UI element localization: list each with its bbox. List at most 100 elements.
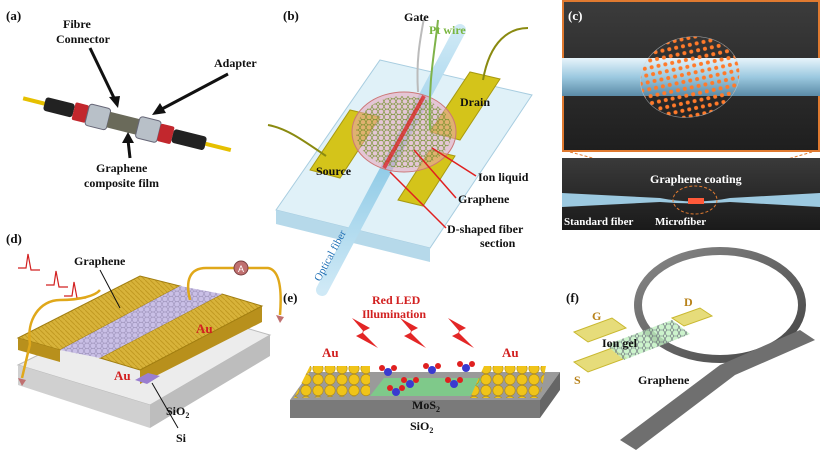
graphene-coating-lattice	[640, 36, 740, 118]
sio2-substrate-front	[18, 365, 150, 428]
graphene-coating-atoms	[640, 36, 740, 118]
molecule-icon	[401, 377, 419, 388]
panel-e: (e) Red LED Illumination Au Au MoS2	[283, 290, 560, 435]
molecule-icon	[423, 363, 441, 374]
adsorbed-molecules	[379, 361, 475, 396]
light-pulse	[46, 270, 68, 288]
au-contact-right	[470, 366, 546, 398]
pt-wire-label: Pt wire	[429, 23, 466, 37]
d-label: D	[684, 295, 693, 309]
circuit-wire-left-lead	[20, 343, 32, 379]
au-label-d-left: Au	[114, 368, 131, 383]
light-bolt-icon	[448, 318, 474, 348]
panel-e-tag: (e)	[283, 290, 297, 305]
graphene-label-b: Graphene	[458, 192, 510, 206]
molecule-icon	[445, 377, 463, 388]
ion-liquid-arrow	[431, 147, 477, 177]
ring-resonator	[634, 247, 806, 363]
tapered-fiber	[562, 193, 820, 207]
adapter-arrow	[159, 72, 229, 112]
drain-label: Drain	[460, 95, 490, 109]
zoom-circle	[672, 185, 718, 215]
light-bolt-icon	[352, 318, 378, 348]
graphene-pointer-d	[99, 269, 121, 309]
mos2-channel	[370, 378, 484, 396]
molecule-icon	[387, 385, 405, 396]
graphene-coating-label: Graphene coating	[650, 172, 742, 186]
au-contact-left	[294, 366, 370, 398]
panel-f-tag: (f)	[566, 290, 579, 305]
fibre-connector-label: Fibre Connector	[56, 17, 111, 46]
graphene-lattice-f	[606, 320, 690, 360]
gate-electrode	[572, 317, 628, 343]
panel-c: (c) Graphene coating Standard fiber Micr…	[562, 0, 820, 230]
au-electrode-right-edge	[140, 306, 262, 384]
adapter-label: Adapter	[214, 56, 257, 70]
sio2-slab-front	[290, 400, 540, 418]
d-shaped-label: D-shaped fiber section	[447, 222, 526, 250]
arrowhead	[109, 96, 120, 108]
graphene-lattice	[60, 286, 222, 358]
ground-terminal-icon	[18, 378, 26, 386]
drain-wire	[482, 27, 529, 81]
molecule-icon	[379, 365, 397, 376]
source-wire	[267, 124, 327, 157]
panel-d-tag: (d)	[6, 231, 22, 246]
g-label: G	[592, 309, 601, 323]
ion-gel-label: Ion gel	[602, 336, 638, 350]
fiber-end-right	[205, 141, 232, 153]
au-label-e-right: Au	[502, 345, 519, 360]
au-electrode-left-edge	[18, 338, 60, 362]
panel-c-tag: (c)	[568, 8, 582, 23]
panel-b: (b) Gate Pt wire Drain Source Ion liquid…	[267, 8, 533, 296]
panel-b-tag: (b)	[283, 8, 299, 23]
panel-a-tag: (a)	[6, 8, 21, 23]
ammeter-label: A	[238, 264, 244, 274]
source-label: Source	[316, 164, 352, 178]
light-pulse	[64, 281, 86, 299]
red-led-label: Red LED Illumination	[362, 293, 426, 321]
arrowhead	[122, 132, 134, 143]
sio2-label-e: SiO2	[410, 419, 433, 435]
boot-left	[43, 97, 75, 118]
panel-c-bottom-background	[562, 158, 820, 230]
circuit-wire-left	[28, 289, 101, 345]
bus-waveguide	[620, 330, 815, 450]
pt-wire	[428, 19, 439, 131]
si-pointer	[151, 382, 179, 429]
au-label-d-right: Au	[196, 321, 213, 336]
circuit-wire-right	[186, 266, 235, 301]
gate-wire	[416, 17, 425, 93]
coated-region	[688, 198, 704, 204]
sio2-label-d: SiO2	[166, 404, 189, 420]
mos2-label: MoS2	[412, 398, 440, 414]
graphene-label-d: Graphene	[74, 254, 126, 268]
standard-fiber-label: Standard fiber	[564, 216, 633, 228]
graphene-label-f: Graphene	[638, 373, 690, 387]
microfiber-label: Microfiber	[655, 216, 706, 228]
fiber-connector-assembly	[22, 96, 232, 153]
d-shaped-arrow	[389, 171, 447, 229]
molecule-icon	[457, 361, 475, 372]
ground-terminal-icon	[276, 315, 284, 323]
film-label: Graphene composite film	[84, 161, 159, 190]
si-waveguide	[135, 373, 160, 384]
au-electrode-right	[98, 293, 264, 371]
fiber-end-left	[22, 96, 47, 107]
drain-electrode-f	[670, 307, 714, 327]
si-label: Si	[176, 431, 187, 445]
light-pulse	[18, 253, 40, 271]
fibre-connector-arrow	[88, 47, 117, 101]
boot-right	[171, 129, 207, 150]
panel-d: (d) A Graphene Au Au SiO2 Si	[6, 231, 284, 445]
ammeter-icon	[233, 260, 249, 276]
panel-f: (f) G D S Ion gel Graphene	[566, 247, 815, 450]
circuit-wire-right-lead	[248, 266, 282, 316]
light-bolt-icon	[400, 318, 426, 348]
graphene-arrow-b	[413, 149, 457, 199]
connector-left	[71, 102, 89, 123]
au-label-e-left: Au	[322, 345, 339, 360]
panel-a: (a) Fibre Connector Adapter Graphene com…	[6, 8, 257, 190]
sio2-substrate-side	[150, 335, 270, 428]
